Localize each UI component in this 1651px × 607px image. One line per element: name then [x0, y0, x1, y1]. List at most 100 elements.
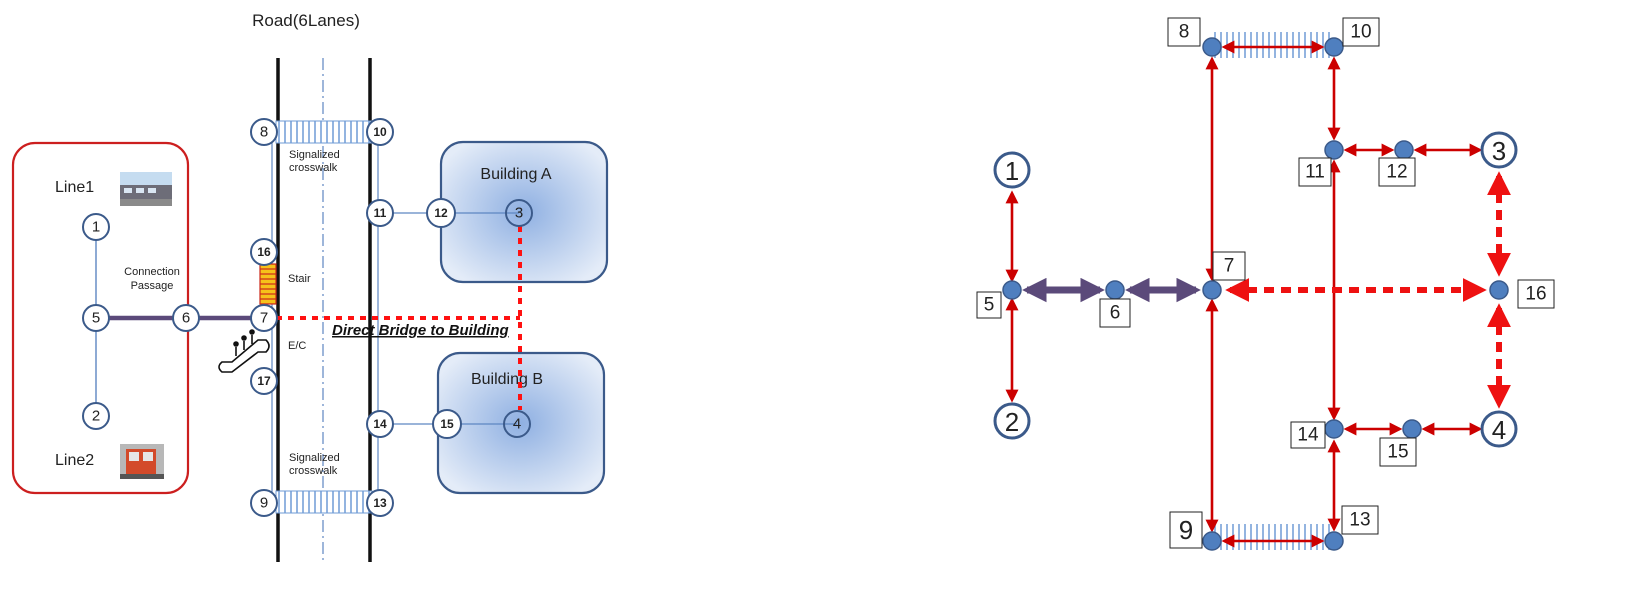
svg-text:14: 14: [1297, 425, 1319, 446]
svg-text:16: 16: [1525, 284, 1546, 305]
right-node-14-dot: [1324, 419, 1344, 439]
svg-text:14: 14: [373, 417, 387, 431]
svg-text:4: 4: [513, 416, 521, 433]
right-crosswalk-top: [1212, 32, 1334, 58]
svg-text:6: 6: [182, 310, 190, 327]
right-label-13: 13: [1341, 505, 1379, 535]
right-node-1: 1: [993, 151, 1031, 189]
right-node-11-dot: [1324, 140, 1344, 160]
right-label-7: 7: [1212, 251, 1246, 281]
right-label-8: 8: [1167, 17, 1201, 47]
svg-text:8: 8: [260, 124, 268, 141]
left-node-14: 14: [366, 410, 394, 438]
svg-text:8: 8: [1179, 22, 1190, 43]
svg-text:12: 12: [1386, 162, 1407, 183]
svg-text:2: 2: [92, 408, 100, 425]
svg-text:15: 15: [1387, 442, 1408, 463]
right-label-10: 10: [1342, 17, 1380, 47]
svg-text:13: 13: [1349, 510, 1370, 531]
svg-text:9: 9: [260, 495, 268, 512]
right-label-9: 9: [1169, 511, 1203, 549]
svg-text:11: 11: [1305, 162, 1325, 183]
left-node-2: 2: [82, 402, 110, 430]
left-node-6: 6: [172, 304, 200, 332]
right-node-2: 2: [993, 402, 1031, 440]
left-node-16: 16: [250, 238, 278, 266]
left-node-15: 15: [432, 409, 462, 439]
train-line1-icon: [120, 172, 172, 206]
svg-text:4: 4: [1492, 415, 1506, 445]
right-label-11: 11: [1298, 157, 1332, 187]
left-node-1: 1: [82, 213, 110, 241]
building-a: [439, 140, 609, 284]
svg-text:15: 15: [440, 417, 454, 431]
stair-label: Stair: [288, 273, 311, 285]
ec-label: E/C: [288, 340, 306, 352]
right-label-15: 15: [1379, 437, 1417, 467]
svg-text:10: 10: [1350, 22, 1371, 43]
left-node-5: 5: [82, 304, 110, 332]
right-label-6: 6: [1099, 298, 1131, 328]
right-node-12-dot: [1394, 140, 1414, 160]
right-node-5-dot: [1002, 280, 1022, 300]
building-b-label: Building B: [471, 371, 543, 388]
escalator-icon: [218, 329, 270, 373]
svg-text:3: 3: [515, 205, 523, 222]
direct-bridge-label: Direct Bridge to Building: [332, 322, 509, 339]
right-label-12: 12: [1378, 157, 1416, 187]
svg-text:9: 9: [1179, 515, 1193, 545]
svg-text:5: 5: [92, 310, 100, 327]
train-line2-icon: [120, 444, 164, 479]
left-node-17: 17: [250, 367, 278, 395]
right-node-13-dot: [1324, 531, 1344, 551]
crosswalk-bottom: [275, 490, 373, 514]
svg-text:6: 6: [1110, 303, 1121, 324]
crosswalk-top: [275, 120, 373, 144]
right-label-16: 16: [1517, 279, 1555, 309]
left-node-3: 3: [505, 199, 533, 227]
right-node-7-dot: [1202, 280, 1222, 300]
right-diagram: 1 2 3 4 5 6 7 8 10 11 12 16 14 15 9 13: [976, 17, 1555, 551]
left-node-9: 9: [250, 489, 278, 517]
left-node-8: 8: [250, 118, 278, 146]
right-label-5: 5: [976, 291, 1002, 319]
svg-text:10: 10: [373, 125, 387, 139]
svg-text:11: 11: [374, 206, 387, 220]
svg-text:13: 13: [373, 496, 387, 510]
svg-text:2: 2: [1005, 407, 1019, 437]
svg-text:12: 12: [434, 206, 448, 220]
line2-label: Line2: [55, 452, 94, 469]
right-node-6-dot: [1105, 280, 1125, 300]
right-crosswalk-bottom: [1212, 524, 1334, 550]
left-node-4: 4: [503, 410, 531, 438]
right-node-9-dot: [1202, 531, 1222, 551]
right-label-14: 14: [1290, 421, 1326, 449]
svg-text:7: 7: [1224, 256, 1235, 277]
left-node-12: 12: [426, 198, 456, 228]
svg-text:3: 3: [1492, 136, 1506, 166]
left-node-11: 11: [366, 199, 394, 227]
building-a-label: Building A: [480, 166, 551, 183]
svg-text:7: 7: [260, 310, 268, 327]
left-node-13: 13: [366, 489, 394, 517]
stair-graphic: [259, 263, 277, 305]
svg-text:5: 5: [984, 295, 995, 316]
svg-text:16: 16: [257, 245, 271, 259]
right-node-10-dot: [1324, 37, 1344, 57]
svg-text:1: 1: [1005, 156, 1019, 186]
right-node-3: 3: [1480, 131, 1518, 169]
right-node-16-dot: [1489, 280, 1509, 300]
right-node-4: 4: [1480, 410, 1518, 448]
right-node-8-dot: [1202, 37, 1222, 57]
left-node-7: 7: [250, 304, 278, 332]
svg-text:17: 17: [257, 374, 271, 388]
left-node-10: 10: [366, 118, 394, 146]
road-title: Road(6Lanes): [252, 11, 360, 30]
svg-text:1: 1: [92, 219, 100, 236]
right-node-15-dot: [1402, 419, 1422, 439]
